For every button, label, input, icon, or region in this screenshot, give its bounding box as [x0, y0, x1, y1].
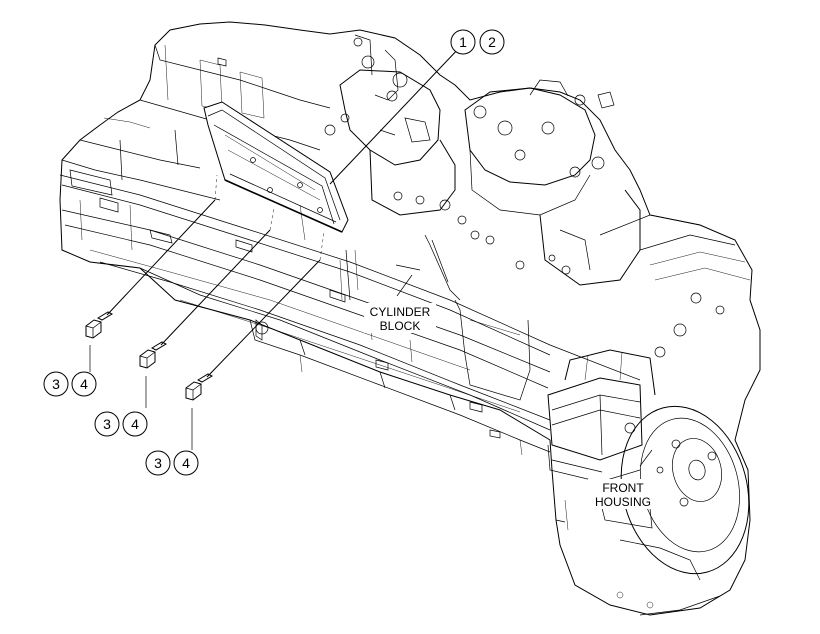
callout-number: 3: [154, 455, 162, 471]
callout-number: 3: [103, 416, 111, 432]
callout-1-2[interactable]: 1 2: [450, 29, 505, 55]
upper-components: [324, 34, 751, 358]
callout-3-4-bolt-b[interactable]: 3 4: [94, 411, 148, 437]
callout-3-4-bolt-a[interactable]: 3 4: [43, 371, 97, 397]
leader-lines: [89, 45, 653, 467]
front-housing-label-line2: HOUSING: [595, 495, 651, 509]
cover-plate: [203, 101, 349, 233]
front-housing-outline: [547, 349, 750, 616]
callout-3-4-bolt-c[interactable]: 3 4: [145, 450, 199, 476]
cylinder-block-label-line1: CYLINDER: [370, 305, 431, 319]
callout-number: 4: [182, 455, 190, 471]
bolt-b: [139, 341, 168, 369]
front-housing-label-line1: FRONT: [602, 481, 644, 495]
bolt-c: [185, 373, 214, 401]
callout-number: 1: [459, 34, 467, 50]
front-housing-label: FRONT HOUSING: [588, 479, 658, 509]
callout-number: 4: [80, 376, 88, 392]
cylinder-block-label-line2: BLOCK: [380, 319, 421, 333]
block-side-details: [149, 204, 531, 456]
cylinder-block-label: CYLINDER BLOCK: [364, 303, 436, 333]
callout-number: 2: [488, 34, 496, 50]
callout-number: 4: [131, 416, 139, 432]
bolt-a: [85, 311, 114, 339]
callout-number: 3: [52, 376, 60, 392]
